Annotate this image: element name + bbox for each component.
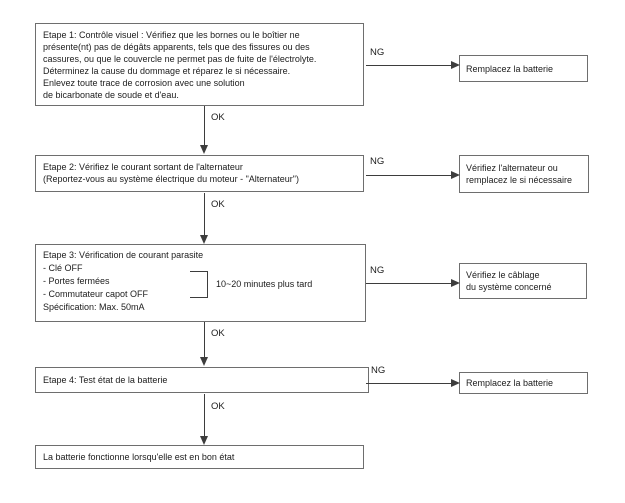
ng-arrowhead-1 <box>451 61 460 69</box>
ok-arrowhead-4 <box>200 436 208 445</box>
step3-condition: - Clé OFF <box>43 263 83 273</box>
ok-label-1: OK <box>211 112 225 123</box>
ng-arrow-line-4 <box>366 383 452 384</box>
ok-arrowhead-3 <box>200 357 208 366</box>
ng-arrow-line-3 <box>366 283 452 284</box>
ok-label-2: OK <box>211 199 225 210</box>
action1-box: Remplacez la batterie <box>459 55 588 82</box>
ng-label-2: NG <box>370 156 385 167</box>
step2-box: Etape 2: Vérifiez le courant sortant de … <box>35 155 364 192</box>
step3-bracket <box>190 271 208 298</box>
ok-arrow-line-1 <box>204 106 205 146</box>
step3-condition: - Portes fermées <box>43 276 110 286</box>
result-box: La batterie fonctionne lorsqu'elle est e… <box>35 445 364 469</box>
action2-box: Vérifiez l'alternateur ou remplacez le s… <box>459 155 589 193</box>
ok-label-3: OK <box>211 328 225 339</box>
step3-spec: Spécification: Max. 50mA <box>43 302 145 312</box>
step3-content: Etape 3: Vérification de courant parasit… <box>36 245 365 314</box>
ng-arrowhead-4 <box>451 379 460 387</box>
step3-box: Etape 3: Vérification de courant parasit… <box>35 244 366 322</box>
step3-bracket-note: 10~20 minutes plus tard <box>216 279 313 289</box>
ng-label-1: NG <box>370 47 385 58</box>
step3-condition: - Commutateur capot OFF <box>43 289 149 299</box>
step4-box: Etape 4: Test état de la batterie <box>35 367 369 393</box>
ok-arrow-line-3 <box>204 322 205 358</box>
ng-label-4: NG <box>371 365 386 376</box>
ok-arrow-line-2 <box>204 193 205 236</box>
action3-box: Vérifiez le câblage du système concerné <box>459 263 587 299</box>
ng-arrow-line-2 <box>366 175 452 176</box>
step1-box: Etape 1: Contrôle visuel : Vérifiez que … <box>35 23 364 106</box>
ng-arrowhead-3 <box>451 279 460 287</box>
ok-arrow-line-4 <box>204 394 205 437</box>
ok-arrowhead-2 <box>200 235 208 244</box>
step3-title: Etape 3: Vérification de courant parasit… <box>43 250 204 260</box>
ng-arrowhead-2 <box>451 171 460 179</box>
ng-label-3: NG <box>370 265 385 276</box>
action4-box: Remplacez la batterie <box>459 372 588 394</box>
ng-arrow-line-1 <box>366 65 452 66</box>
ok-label-4: OK <box>211 401 225 412</box>
ok-arrowhead-1 <box>200 145 208 154</box>
